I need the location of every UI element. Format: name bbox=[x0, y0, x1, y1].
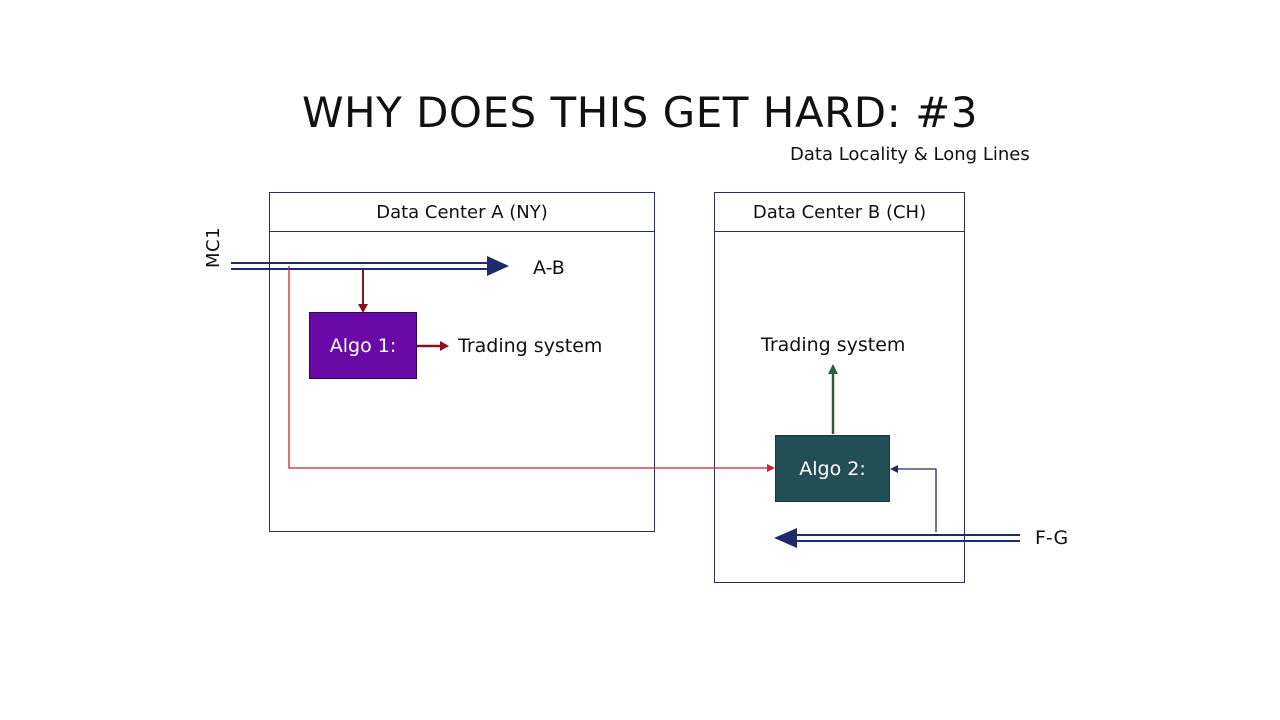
algo2-box: Algo 2: bbox=[775, 435, 890, 502]
data-center-b-header: Data Center B (CH) bbox=[714, 192, 965, 232]
fg-label: F-G bbox=[1035, 527, 1069, 549]
algo1-input-arrow bbox=[358, 270, 368, 313]
long-line-path-arrow bbox=[288, 266, 775, 472]
algo1-output-arrow bbox=[417, 341, 449, 351]
algo2-output-arrow bbox=[828, 364, 838, 434]
fg-to-algo2-arrow bbox=[890, 465, 937, 532]
mc1-feed-arrow bbox=[231, 256, 509, 276]
ab-label: A-B bbox=[533, 257, 565, 279]
slide-subtitle: Data Locality & Long Lines bbox=[790, 144, 1030, 165]
fg-feed-arrow bbox=[774, 528, 1020, 548]
mc1-label: MC1 bbox=[203, 226, 224, 268]
algo1-label: Algo 1: bbox=[329, 334, 397, 357]
data-center-a-header: Data Center A (NY) bbox=[269, 192, 655, 232]
algo1-box: Algo 1: bbox=[309, 312, 417, 379]
algo2-label: Algo 2: bbox=[799, 457, 866, 480]
algo2-trading-system-label: Trading system bbox=[761, 334, 906, 356]
slide-title: WHY DOES THIS GET HARD: #3 bbox=[301, 88, 979, 137]
algo1-trading-system-label: Trading system bbox=[458, 335, 603, 357]
